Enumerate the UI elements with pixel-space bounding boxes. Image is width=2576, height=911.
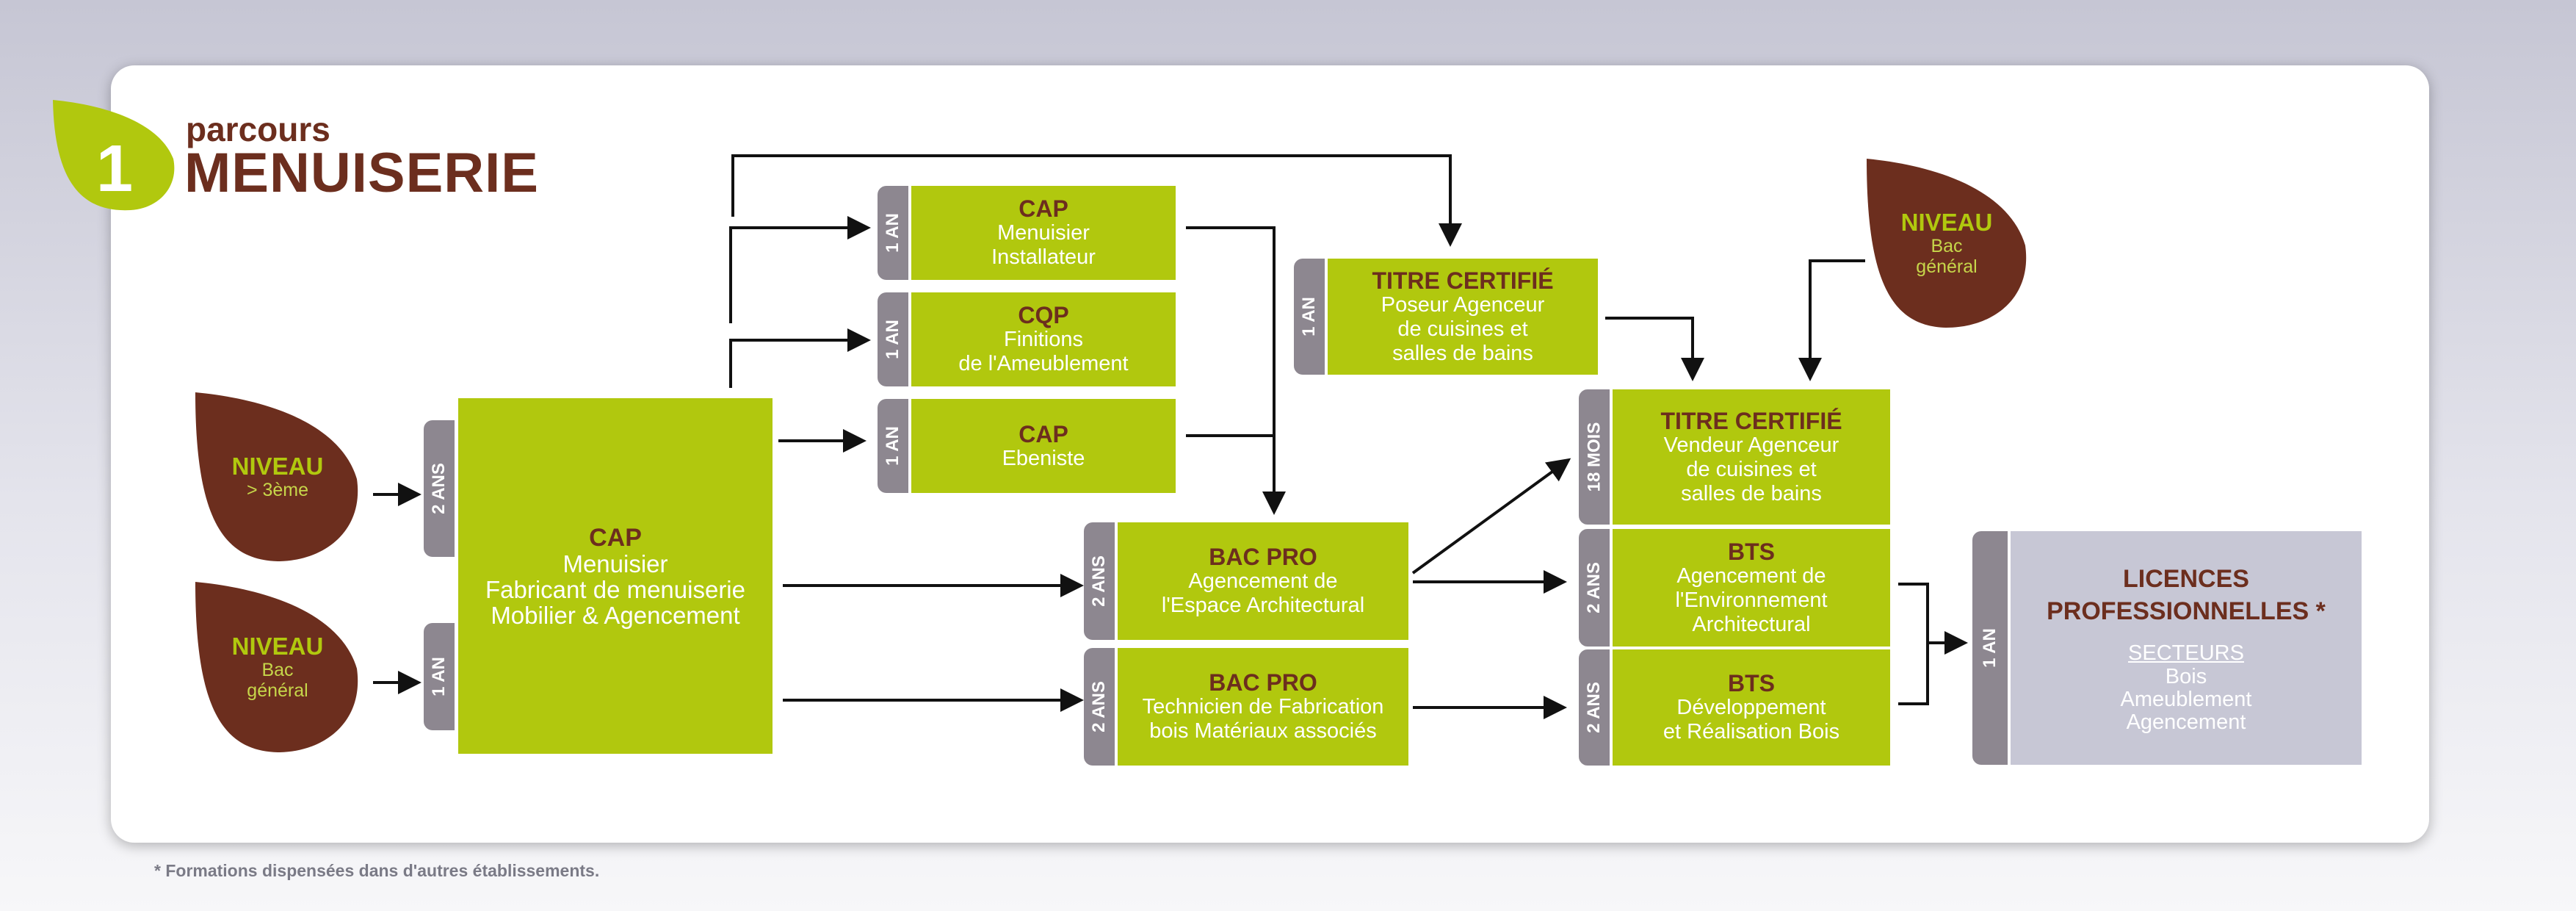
arrow-cap-titre-poseur	[731, 154, 1462, 247]
box-bts-agencement: BTS Agencement de l'Environnement Archit…	[1613, 529, 1890, 647]
brown-leaf-icon	[1867, 159, 2027, 328]
box-line: Menuisier	[997, 221, 1090, 245]
step-number: 1	[96, 132, 133, 206]
box-bacpro-technicien: BAC PRO Technicien de Fabrication bois M…	[1118, 648, 1408, 766]
duration-tab: 2 ANS	[1579, 529, 1610, 647]
sector-item: Bois	[2165, 664, 2207, 688]
niveau-sub: général	[247, 680, 308, 701]
duration-tab: 1 AN	[1294, 259, 1325, 375]
duration-tab: 1 AN	[878, 186, 908, 280]
duration-tab: 18 MOIS	[1579, 389, 1610, 525]
box-licences-professionnelles: LICENCES PROFESSIONNELLES * SECTEURS Boi…	[2011, 531, 2362, 765]
duration-tab: 1 AN	[1972, 531, 2008, 765]
step-number-leaf-icon: 1	[53, 100, 175, 211]
duration-tab: 2 ANS	[1084, 522, 1115, 640]
niveau-sub: général	[1916, 256, 1978, 277]
box-title: TITRE CERTIFIÉ	[1372, 267, 1554, 294]
box-bacpro-agencement: BAC PRO Agencement de l'Espace Architect…	[1118, 522, 1408, 640]
box-cap-installateur: CAP Menuisier Installateur	[911, 186, 1176, 280]
arrow-bts-licences	[1898, 583, 1965, 705]
arrow-capinst-bacpro	[1186, 226, 1286, 515]
box-line: Installateur	[991, 245, 1096, 269]
box-titre-poseur: TITRE CERTIFIÉ Poseur Agenceur de cuisin…	[1328, 259, 1598, 375]
arrow-cap-capinst	[729, 216, 871, 323]
box-line: de cuisines et	[1397, 317, 1528, 341]
niveau-sub: Bac	[261, 660, 294, 680]
niveau-label: NIVEAU	[231, 453, 324, 480]
duration-tab: 1 AN	[878, 399, 908, 493]
box-title: CQP	[1018, 302, 1069, 328]
box-line: l'Espace Architectural	[1161, 594, 1365, 617]
box-title: TITRE CERTIFIÉ	[1660, 407, 1842, 434]
box-line: Fabricant de menuiserie	[485, 575, 745, 603]
box-title: BAC PRO	[1209, 669, 1317, 696]
arrow-poseur-vendeur	[1605, 317, 1704, 381]
box-line: Mobilier & Agencement	[491, 601, 740, 629]
box-cqp-finitions: CQP Finitions de l'Ameublement	[911, 292, 1176, 386]
page-title: MENUISERIE	[184, 142, 539, 204]
footnote: * Formations dispensées dans d'autres ét…	[154, 861, 600, 880]
box-title: CAP	[1019, 195, 1068, 222]
box-cap-menuisier-fabricant: CAP Menuisier Fabricant de menuiserie Mo…	[458, 398, 773, 754]
arrow-cap-cqp	[729, 328, 871, 388]
leaf-niveau-3eme: NIVEAU> 3ème	[192, 391, 363, 563]
box-title: PROFESSIONNELLES *	[2047, 597, 2326, 625]
brown-leaf-icon	[195, 582, 358, 752]
niveau-label: NIVEAU	[1900, 209, 1993, 236]
niveau-label: NIVEAU	[231, 633, 324, 660]
header-subtitle: parcours	[186, 110, 330, 148]
box-title: BTS	[1728, 670, 1775, 696]
box-line: de cuisines et	[1686, 457, 1817, 481]
box-line: Vendeur Agenceur	[1663, 433, 1839, 457]
box-line: Finitions	[1004, 328, 1083, 351]
sectors-label: SECTEURS	[2128, 641, 2244, 665]
sector-item: Ameublement	[2120, 687, 2252, 711]
box-line: Développement	[1676, 696, 1826, 719]
box-line: Ebeniste	[1002, 446, 1085, 470]
box-bts-developpement: BTS Développement et Réalisation Bois	[1613, 649, 1890, 766]
box-line: Agencement de	[1676, 563, 1826, 588]
box-title: BTS	[1728, 538, 1775, 565]
box-title: LICENCES	[2123, 564, 2249, 593]
sector-item: Agencement	[2126, 710, 2246, 734]
duration-tab: 1 AN	[878, 292, 908, 386]
box-title: BAC PRO	[1209, 544, 1317, 570]
box-titre-vendeur: TITRE CERTIFIÉ Vendeur Agenceur de cuisi…	[1613, 389, 1890, 525]
box-line: de l'Ameublement	[958, 352, 1129, 375]
box-line: bois Matériaux associés	[1149, 719, 1377, 743]
box-title: CAP	[589, 523, 642, 552]
box-line: Menuisier	[562, 550, 668, 577]
box-line: Technicien de Fabrication	[1142, 695, 1384, 719]
niveau-sub: > 3ème	[246, 480, 309, 500]
duration-tab: 2 ANS	[1084, 648, 1115, 766]
niveau-sub: Bac	[1931, 236, 1963, 256]
box-cap-ebeniste: CAP Ebeniste	[911, 399, 1176, 493]
box-line: l'Environnement	[1675, 588, 1828, 612]
arrow-bac-vendeur	[1798, 259, 1865, 381]
duration-tab: 2 ANS	[1579, 649, 1610, 766]
box-line: Architectural	[1692, 612, 1811, 636]
box-line: et Réalisation Bois	[1663, 720, 1840, 743]
duration-tab: 1 AN	[424, 623, 455, 730]
box-line: salles de bains	[1392, 341, 1533, 365]
brown-leaf-icon	[195, 392, 358, 561]
box-title: CAP	[1019, 420, 1068, 447]
duration-tab: 2 ANS	[424, 420, 455, 557]
box-line: salles de bains	[1681, 481, 1822, 505]
box-line: Agencement de	[1188, 569, 1338, 593]
arrow-bacpro-titre-vendeur	[1411, 458, 1571, 575]
box-line: Poseur Agenceur	[1381, 292, 1545, 317]
